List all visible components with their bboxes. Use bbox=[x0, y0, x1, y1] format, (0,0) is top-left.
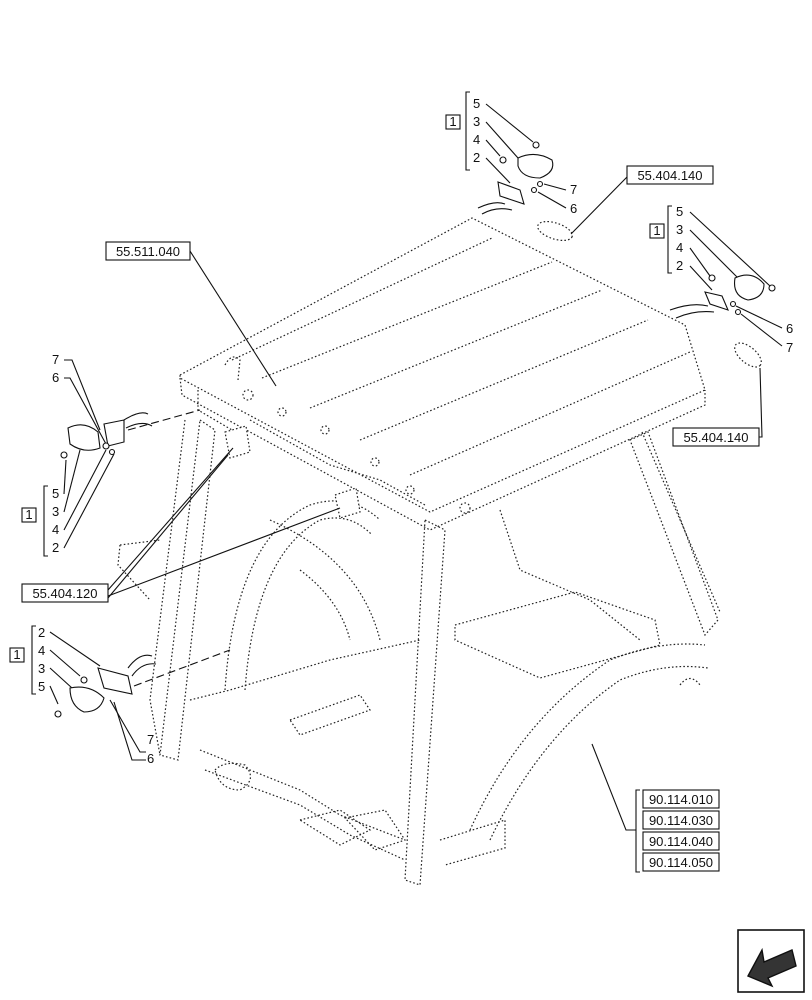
group-tag-right: 1 bbox=[653, 223, 660, 238]
callout-lu-3: 3 bbox=[52, 504, 59, 519]
group-tag-left-upper: 1 bbox=[25, 507, 32, 522]
callout-lu-7: 7 bbox=[52, 352, 59, 367]
ref-box-90-114-050[interactable] bbox=[642, 852, 720, 872]
roof-lamps bbox=[224, 220, 762, 519]
lamp-assembly-left-lower: 1 2 4 3 5 7 6 bbox=[9, 625, 231, 766]
cab-pillars bbox=[149, 418, 721, 886]
washer-top bbox=[499, 156, 507, 164]
lamp-base-left-lower bbox=[97, 667, 133, 695]
ref-90-114-050: 90.114.050 bbox=[649, 855, 713, 870]
lamp-lens-top bbox=[517, 153, 554, 179]
ref-55-404-140-right: 55.404.140 bbox=[683, 430, 748, 445]
ref-90-114-010: 90.114.010 bbox=[649, 792, 713, 807]
callout-top-6: 6 bbox=[570, 201, 577, 216]
callout-right-3: 3 bbox=[676, 222, 683, 237]
callout-right-5: 5 bbox=[676, 204, 683, 219]
callout-right-7: 7 bbox=[786, 340, 793, 355]
ref-box-55-404-120[interactable] bbox=[21, 583, 109, 603]
callout-ll-5: 5 bbox=[38, 679, 45, 694]
ref-55-511-040: 55.511.040 bbox=[116, 244, 180, 259]
lamp-base-right bbox=[704, 291, 729, 311]
ref-box-55-404-140-top[interactable] bbox=[626, 165, 714, 185]
washer-left-lower bbox=[80, 676, 88, 684]
ref-box-90-114-040[interactable] bbox=[642, 831, 720, 851]
washer-right bbox=[708, 274, 716, 282]
reference-labels: 55.404.140 55.511.040 55.404.140 55.404.… bbox=[21, 165, 763, 873]
ref-box-90-114-010[interactable] bbox=[642, 789, 720, 809]
callout-top-3: 3 bbox=[473, 114, 480, 129]
callout-top-5: 5 bbox=[473, 96, 480, 111]
callout-ll-2: 2 bbox=[38, 625, 45, 640]
lamp-lens-right bbox=[733, 274, 765, 301]
lamp-lens-left-lower bbox=[69, 686, 105, 713]
callout-ll-3: 3 bbox=[38, 661, 45, 676]
lamp-base-top bbox=[497, 181, 525, 205]
callout-top-2: 2 bbox=[473, 150, 480, 165]
lamp-assembly-top: 1 5 3 4 2 7 6 bbox=[445, 91, 577, 216]
callout-top-4: 4 bbox=[473, 132, 480, 147]
callout-ll-7: 7 bbox=[147, 732, 154, 747]
screw-right bbox=[768, 284, 776, 292]
back-arrow-icon[interactable] bbox=[737, 929, 805, 993]
lamp-lens-left-upper bbox=[67, 424, 101, 451]
callout-lu-6: 6 bbox=[52, 370, 59, 385]
screw-top bbox=[532, 141, 540, 149]
callout-ll-4: 4 bbox=[38, 643, 45, 658]
group-tag-top: 1 bbox=[449, 114, 456, 129]
lamp-assembly-right: 1 5 3 4 2 6 7 bbox=[649, 204, 793, 355]
callout-ll-6: 6 bbox=[147, 751, 154, 766]
cab-roof bbox=[179, 217, 706, 531]
callout-lu-5: 5 bbox=[52, 486, 59, 501]
ref-box-90-114-030[interactable] bbox=[642, 810, 720, 830]
callout-right-4: 4 bbox=[676, 240, 683, 255]
screw-left-upper bbox=[60, 451, 68, 459]
cab-floor-and-fenders bbox=[117, 500, 709, 866]
lamp-base-left-upper bbox=[103, 419, 125, 447]
ref-90-114-040: 90.114.040 bbox=[649, 834, 713, 849]
callout-right-6: 6 bbox=[786, 321, 793, 336]
ref-55-404-140-top: 55.404.140 bbox=[637, 168, 702, 183]
callout-lu-4: 4 bbox=[52, 522, 59, 537]
group-tag-left-lower: 1 bbox=[13, 647, 20, 662]
callout-top-7: 7 bbox=[570, 182, 577, 197]
screw-left-lower bbox=[54, 710, 62, 718]
lamp-assembly-left-upper: 7 6 1 5 3 4 2 bbox=[21, 352, 201, 557]
callout-right-2: 2 bbox=[676, 258, 683, 273]
ref-90-114-030: 90.114.030 bbox=[649, 813, 713, 828]
ref-55-404-120: 55.404.120 bbox=[32, 586, 97, 601]
callout-lu-2: 2 bbox=[52, 540, 59, 555]
